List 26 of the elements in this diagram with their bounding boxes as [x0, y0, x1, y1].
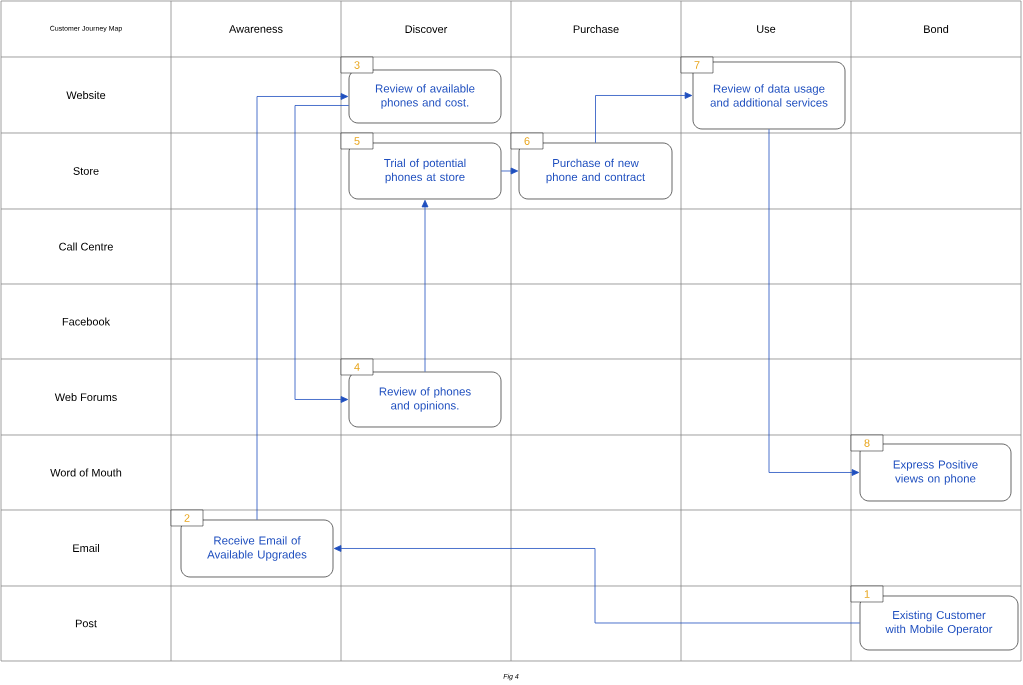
- step-number: 3: [340, 56, 374, 74]
- row-header: Word of Mouth: [50, 468, 122, 477]
- step-box: Review of phones and opinions.: [348, 371, 502, 428]
- arrow: [333, 545, 861, 624]
- step-number: 4: [340, 358, 374, 376]
- row-header: Website: [66, 91, 106, 99]
- step-number: 8: [850, 434, 884, 452]
- column-header: Bond: [924, 25, 949, 33]
- arrow: [294, 105, 350, 403]
- step-number: 7: [680, 56, 714, 74]
- arrow: [421, 199, 429, 373]
- row-header: Store: [73, 167, 99, 175]
- arrow: [256, 93, 349, 521]
- row-header: Email: [73, 543, 99, 552]
- row-header: Facebook: [62, 317, 111, 326]
- column-header: Purchase: [573, 25, 619, 33]
- column-header: Awareness: [229, 25, 283, 33]
- column-header: Discover: [405, 25, 448, 33]
- row-header: Web Forums: [54, 393, 117, 401]
- arrow: [500, 167, 519, 175]
- arrow: [768, 128, 860, 476]
- column-header: Use: [757, 25, 776, 33]
- row-header: Post: [75, 619, 97, 628]
- step-box: Review of available phones and cost.: [348, 69, 502, 124]
- arrow: [595, 92, 693, 144]
- row-header: Call Centre: [59, 242, 113, 251]
